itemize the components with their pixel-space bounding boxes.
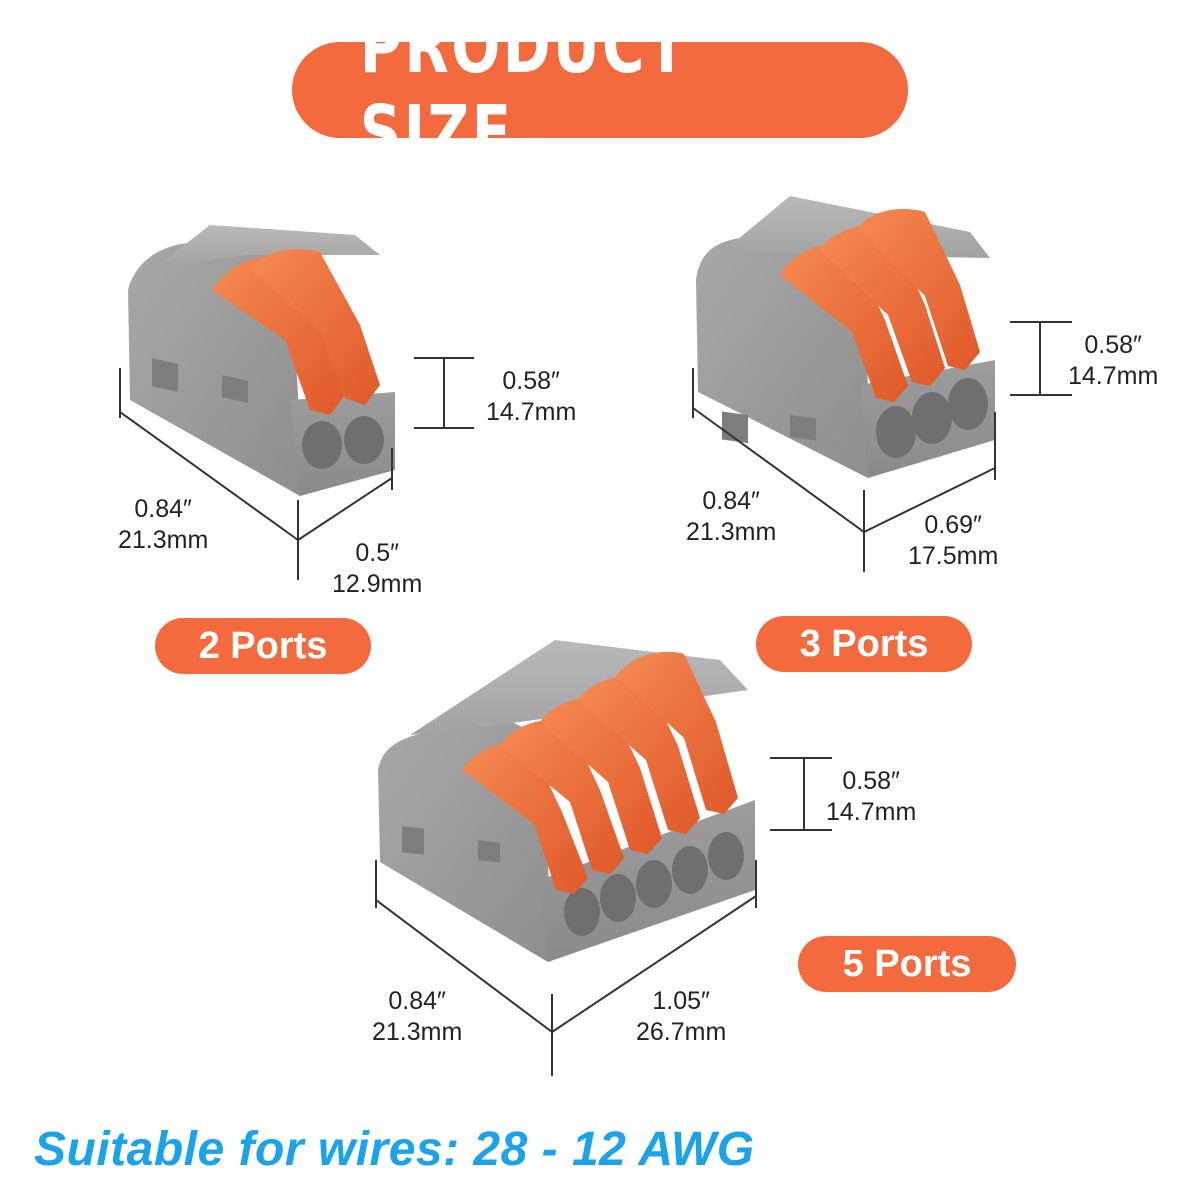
dim-width-2: 0.5″ 12.9mm	[332, 538, 422, 600]
connector-3-ports	[692, 196, 1072, 572]
port-hole	[564, 888, 600, 936]
lever	[462, 742, 588, 894]
dim-inch: 0.58″	[502, 367, 560, 395]
dim-depth-2: 0.84″ 21.3mm	[118, 494, 208, 556]
port-hole	[708, 832, 744, 880]
housing-top	[155, 225, 380, 268]
badge-2-ports: 2 Ports	[155, 618, 371, 674]
connector-5-ports	[375, 640, 832, 1076]
dim-width-5: 1.05″ 26.7mm	[636, 986, 726, 1048]
title-text: PRODUCT SIZE	[359, 4, 689, 176]
port-hole	[600, 874, 636, 922]
dim-inch: 0.58″	[842, 767, 900, 795]
port-hole	[672, 846, 708, 894]
dim-mm: 12.9mm	[332, 570, 423, 598]
badge-3-ports: 3 Ports	[756, 616, 972, 672]
lever	[616, 651, 738, 814]
dim-mm: 26.7mm	[636, 1018, 727, 1046]
dim-mm: 21.3mm	[686, 518, 777, 546]
side-slot	[790, 415, 816, 441]
dim-inch: 0.69″	[924, 511, 982, 539]
dim-mm: 14.7mm	[486, 398, 577, 426]
dim-width-3: 0.69″ 17.5mm	[908, 510, 998, 572]
lever	[250, 249, 380, 405]
lever	[820, 225, 945, 386]
dim-mm: 17.5mm	[908, 542, 999, 570]
dim-mm: 14.7mm	[1068, 362, 1159, 390]
dim-height-3: 0.58″ 14.7mm	[1068, 330, 1158, 392]
lever	[858, 209, 980, 370]
dim-inch: 0.84″	[134, 495, 192, 523]
wire-gauge-note: Suitable for wires: 28 - 12 AWG	[34, 1123, 755, 1176]
dim-inch: 0.5″	[355, 539, 399, 567]
port-hole	[344, 416, 384, 464]
lever	[500, 719, 624, 874]
dim-height-5: 0.58″ 14.7mm	[826, 766, 916, 828]
side-slot	[478, 840, 500, 863]
side-slot	[722, 411, 748, 444]
lever	[212, 256, 345, 415]
badge-5-ports: 5 Ports	[798, 936, 1016, 992]
side-slot	[222, 375, 248, 403]
connector-2-ports	[119, 225, 474, 580]
port-hole	[876, 406, 916, 458]
port-hole	[912, 392, 952, 444]
port-hole	[302, 421, 342, 469]
side-slot	[402, 826, 424, 855]
title-badge: PRODUCT SIZE	[292, 4, 908, 176]
dim-inch: 0.84″	[388, 987, 446, 1015]
dim-height-2: 0.58″ 14.7mm	[486, 366, 576, 428]
dim-depth-5: 0.84″ 21.3mm	[372, 986, 462, 1048]
dim-mm: 21.3mm	[372, 1018, 463, 1046]
side-slot	[152, 358, 178, 392]
dim-depth-3: 0.84″ 21.3mm	[686, 486, 776, 548]
lever	[578, 675, 700, 834]
dim-inch: 0.84″	[702, 487, 760, 515]
dim-mm: 21.3mm	[118, 526, 209, 554]
dim-mm: 14.7mm	[826, 798, 917, 826]
dim-inch: 1.05″	[652, 987, 710, 1015]
port-hole	[636, 860, 672, 908]
lever	[780, 244, 908, 402]
dim-inch: 0.58″	[1084, 331, 1142, 359]
port-hole	[948, 378, 988, 430]
lever	[540, 697, 662, 854]
